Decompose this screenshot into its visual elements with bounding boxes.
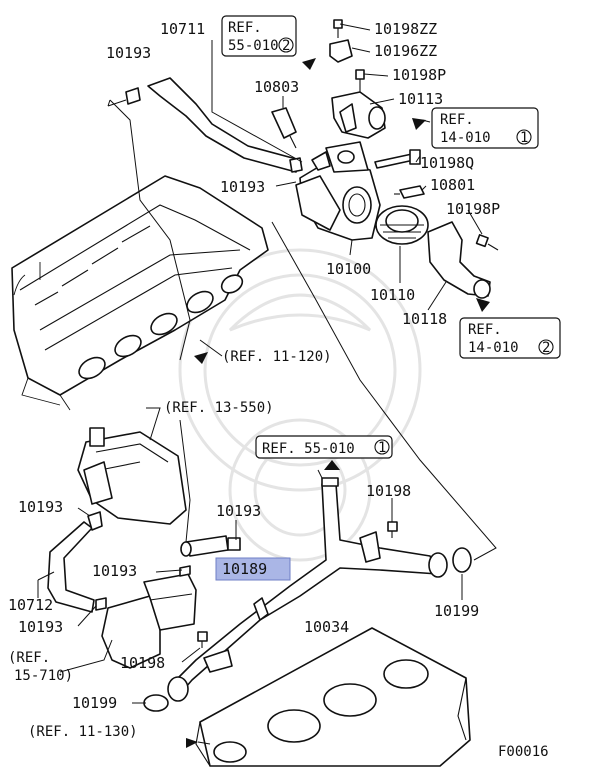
- ref-label: REF.: [468, 322, 502, 338]
- part-label-10712[interactable]: 10712: [8, 596, 53, 614]
- part-labels: 10711 10193 10198ZZ 10196ZZ 10198P 10803…: [8, 20, 549, 760]
- thermostat-housing: [295, 141, 381, 241]
- arrow-icon: [324, 460, 340, 470]
- part-label-10803[interactable]: 10803: [254, 78, 299, 96]
- bypass-hose-upper: [125, 77, 303, 173]
- highlight-10189[interactable]: [215, 557, 291, 581]
- ref-label: REF.: [440, 112, 474, 128]
- o-ring-bottom: [143, 694, 169, 712]
- part-label-10193[interactable]: 10193: [18, 498, 63, 516]
- arrow-icon: [412, 118, 426, 130]
- actuator-body: [101, 573, 197, 669]
- ref-label: REF. 55-010: [262, 441, 355, 457]
- cylinder-head: [11, 175, 269, 411]
- ref-number: 55-010: [228, 38, 279, 54]
- part-label-10198zz[interactable]: 10198ZZ: [374, 20, 437, 38]
- part-label-10193[interactable]: 10193: [18, 618, 63, 636]
- throttle-body: [77, 427, 187, 525]
- part-label-10113[interactable]: 10113: [398, 90, 443, 108]
- part-label-10196zz[interactable]: 10196ZZ: [374, 42, 437, 60]
- ref-box-14-010-1[interactable]: REF. 14-010 1: [431, 107, 539, 149]
- ref-box-55-010-2[interactable]: REF. 55-010 2: [221, 15, 297, 57]
- water-inlet-fitting: [427, 221, 499, 299]
- ref-circle-number: 1: [520, 130, 528, 146]
- ref-11-130[interactable]: (REF. 11-130): [28, 724, 138, 740]
- part-label-10198p[interactable]: 10198P: [392, 66, 446, 84]
- hose-10189: [180, 535, 241, 557]
- ref-15-710-line2[interactable]: 15-710): [14, 668, 73, 684]
- part-label-10034[interactable]: 10034: [304, 618, 349, 636]
- part-label-10193[interactable]: 10193: [220, 178, 265, 196]
- water-outlet-fitting: [331, 91, 386, 139]
- arrow-icon: [302, 58, 316, 70]
- o-ring-right: [452, 547, 472, 573]
- engine-block: [195, 627, 471, 767]
- temperature-sensor: [394, 185, 425, 199]
- water-pipe: [167, 477, 448, 702]
- part-label-10193[interactable]: 10193: [216, 502, 261, 520]
- arrows: [186, 58, 490, 748]
- part-label-10198q[interactable]: 10198Q: [420, 154, 474, 172]
- figure-id: F00016: [498, 744, 549, 760]
- ref-11-120[interactable]: (REF. 11-120): [222, 349, 332, 365]
- ref-number: 14-010: [468, 340, 519, 356]
- ref-box-14-010-2[interactable]: REF. 14-010 2: [459, 317, 561, 359]
- part-label-10100[interactable]: 10100: [326, 260, 371, 278]
- part-label-10711[interactable]: 10711: [160, 20, 205, 38]
- part-label-10198[interactable]: 10198: [120, 654, 165, 672]
- ref-circle-number: 2: [542, 340, 550, 356]
- arrow-icon: [186, 738, 198, 748]
- ref-box-55-010-1[interactable]: REF. 55-010 1: [255, 435, 393, 459]
- part-label-10199[interactable]: 10199: [72, 694, 117, 712]
- part-label-10801[interactable]: 10801: [430, 176, 475, 194]
- ref-label: REF.: [228, 20, 262, 36]
- sensor-connector: [271, 107, 297, 149]
- part-label-10193[interactable]: 10193: [92, 562, 137, 580]
- part-label-10193[interactable]: 10193: [106, 44, 151, 62]
- arrow-icon: [476, 298, 490, 312]
- ref-number: 14-010: [440, 130, 491, 146]
- part-label-10198p[interactable]: 10198P: [446, 200, 500, 218]
- ref-15-710-line1[interactable]: (REF.: [8, 650, 50, 666]
- leader-lines: [37, 23, 497, 745]
- ref-circle-number: 2: [282, 38, 290, 54]
- thermostat: [375, 205, 429, 245]
- part-label-10199[interactable]: 10199: [434, 602, 479, 620]
- part-label-10189[interactable]: 10189: [222, 560, 267, 578]
- part-label-10118[interactable]: 10118: [402, 310, 447, 328]
- watermark-emblem: [178, 248, 422, 562]
- arrow-icon: [194, 352, 208, 364]
- part-label-10110[interactable]: 10110: [370, 286, 415, 304]
- ref-13-550[interactable]: (REF. 13-550): [164, 400, 274, 416]
- ref-circle-number: 1: [378, 440, 386, 456]
- part-label-10198[interactable]: 10198: [366, 482, 411, 500]
- hose-lower-left: [47, 511, 103, 613]
